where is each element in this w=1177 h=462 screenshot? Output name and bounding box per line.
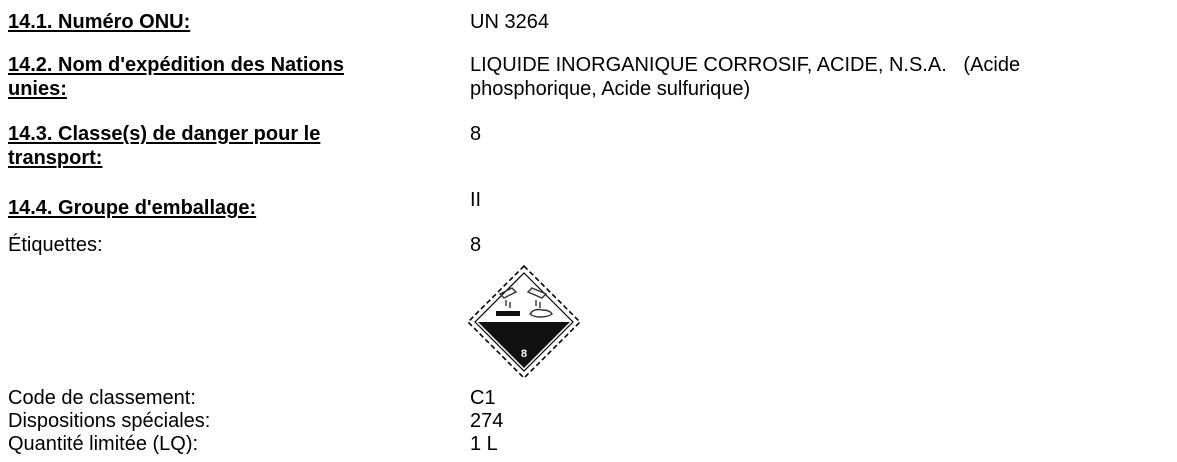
shipping-name-value: LIQUIDE INORGANIQUE CORROSIF, ACIDE, N.S… xyxy=(470,53,1168,101)
un-number-label: 14.1. Numéro ONU: xyxy=(8,11,191,33)
limited-quantity-value: 1 L xyxy=(470,433,498,455)
packing-group-value: II xyxy=(470,189,482,211)
hazard-class-label: 14.3. Classe(s) de danger pour le transp… xyxy=(8,123,321,169)
hazard-class-value: 8 xyxy=(470,123,482,145)
placard-number: 8 xyxy=(521,348,527,360)
special-provisions-label: Dispositions spéciales: xyxy=(8,410,211,432)
shipping-name-value-line1: LIQUIDE INORGANIQUE CORROSIF, ACIDE, N.S… xyxy=(470,54,1021,76)
classification-code-label: Code de classement: xyxy=(8,387,196,409)
limited-quantity-label: Quantité limitée (LQ): xyxy=(8,433,199,455)
corrosive-hazard-icon: 8 xyxy=(466,264,582,380)
un-number-value: UN 3264 xyxy=(470,11,549,33)
labels-label: Étiquettes: xyxy=(8,234,103,256)
shipping-name-label: 14.2. Nom d'expédition des Nations unies… xyxy=(8,54,344,100)
classification-code-value: C1 xyxy=(470,387,496,409)
shipping-name-value-line2: phosphorique, Acide sulfurique) xyxy=(470,78,751,100)
packing-group-label: 14.4. Groupe d'emballage: xyxy=(8,197,257,219)
special-provisions-value: 274 xyxy=(470,410,504,432)
labels-value: 8 xyxy=(470,234,482,256)
